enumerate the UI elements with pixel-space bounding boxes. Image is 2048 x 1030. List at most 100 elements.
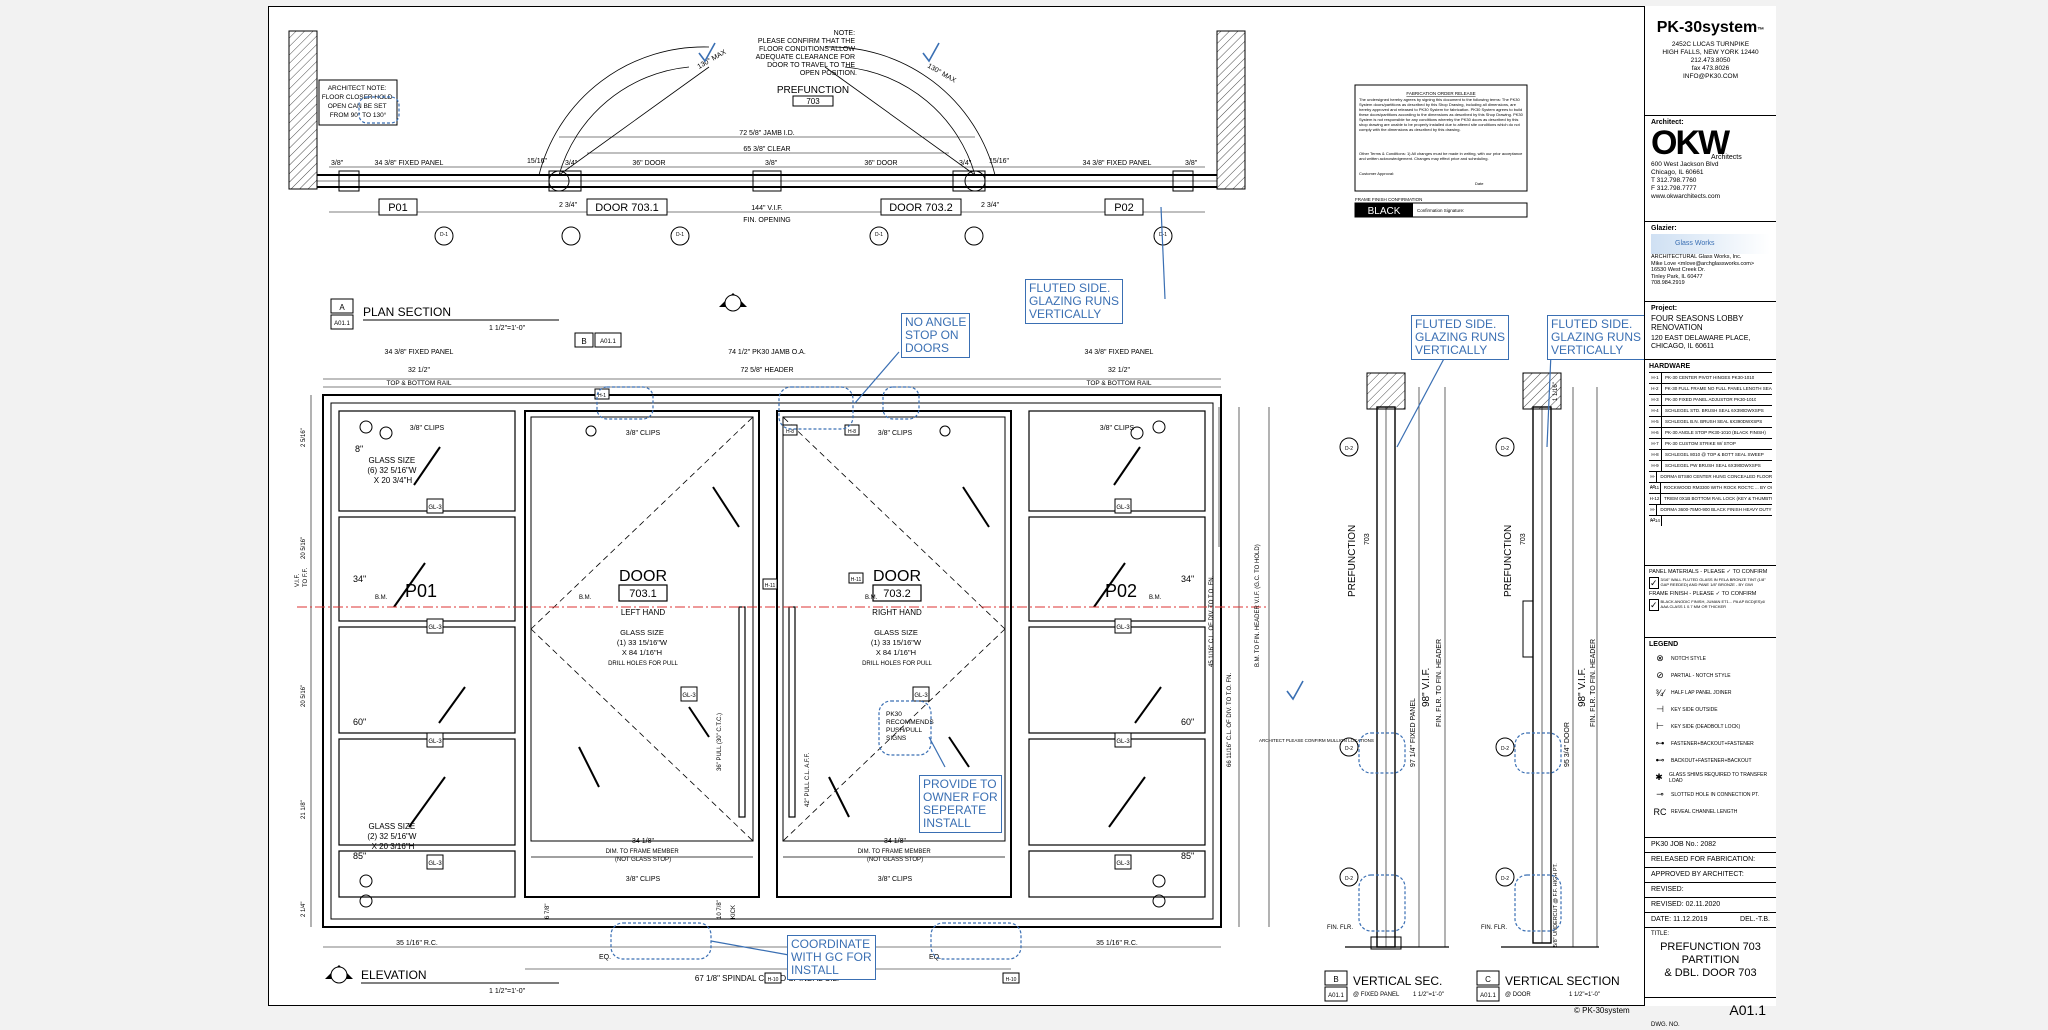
dim-edge-right: 3/8"	[1185, 160, 1198, 167]
legend-row: ¾⁄HALF LAP PANEL JOINER	[1649, 684, 1772, 701]
gl3-4: GL-3	[428, 861, 442, 867]
legend-row: ✱GLASS SHIMS REQUIRED TO TRANSFER LOAD	[1649, 769, 1772, 786]
dwg-section: DWG. NO. A01.1	[1645, 998, 1776, 1030]
plan-section-scale: 1 1/2"=1'-0"	[489, 325, 526, 332]
release-customer: Customer Approval:	[1359, 171, 1394, 176]
h-20516-a: 20 5/16"	[301, 537, 307, 559]
vsb-letter: B	[1333, 975, 1338, 984]
dim-234-left: 2 3/4"	[559, 202, 578, 209]
tag-h8-a: H-8	[786, 429, 794, 435]
materials-section: PANEL MATERIALS - PLEASE ✓ TO CONFIRM ✓3…	[1645, 566, 1776, 638]
door2-glass: GLASS SIZE (1) 33 15/16"W X 84 1/16"H DR…	[862, 628, 932, 667]
gl3-1: GL-3	[428, 505, 442, 511]
vif-left: V.I.F.	[295, 574, 301, 587]
title-label: TITLE:	[1651, 931, 1670, 937]
revised2-row: REVISED: 02.11.2020	[1645, 898, 1776, 913]
legend-symbol-icon: ⊗	[1656, 653, 1664, 663]
toff-left: TO F.F.	[303, 567, 309, 587]
legend-symbol-icon: ⊸	[1656, 789, 1664, 799]
elev-callout-sheet: A01.1	[600, 339, 616, 345]
approved-row: APPROVED BY ARCHITECT:	[1645, 868, 1776, 883]
release-date: Date	[1475, 181, 1484, 186]
eq-right: EQ.	[929, 954, 941, 961]
top-plan-tags: P01 DOOR 703.1 DOOR 703.2 P02	[378, 198, 1144, 216]
dwg-number: A01.1	[1729, 1002, 1766, 1018]
legend-symbol-icon: ✱	[1655, 772, 1663, 782]
vsb-fixed: 97 1/4" FIXED PANEL	[1410, 698, 1417, 767]
elev-p02: P02	[1105, 581, 1137, 601]
project-label: Project:	[1651, 305, 1678, 312]
vsb-d2-b: D-2	[1345, 746, 1353, 752]
plan-section-title: PLAN SECTION	[363, 305, 451, 319]
vsb-d2-c: D-2	[1345, 876, 1353, 882]
glass-size-bottom: GLASS SIZE (2) 32 5/16"W X 20 3/16"H	[367, 822, 418, 851]
pull-label: 36" PULL (30" C.T.C.)	[717, 713, 723, 771]
elev-p01: P01	[405, 581, 437, 601]
dim-cl2: 66 11/16" C.L. OF DIV. TO T.O. FN.	[1227, 672, 1233, 767]
architect-section: Architect: OKW Architects 600 West Jacks…	[1645, 116, 1776, 222]
architect-logo: OKW	[1651, 124, 1730, 162]
vsc-prefunction: PREFUNCTION	[1503, 525, 1514, 597]
max-right: 130° MAX	[926, 62, 958, 85]
frame-finish: BLACK ANODIC FINISH, JUMAN ET1... PA AP …	[1660, 599, 1766, 609]
legend-row: ⊗NOTCH STYLE	[1649, 650, 1772, 667]
architect-label: Architect:	[1651, 119, 1684, 126]
vsc-fin-flr: FIN. FLR.	[1481, 925, 1507, 931]
callout-d1-a: D-1	[440, 232, 448, 238]
tag-h10-b: H-10	[1006, 977, 1017, 983]
tag-p02: P02	[1114, 202, 1134, 214]
plan-section-letter: A	[339, 303, 345, 312]
vsc-num: 703	[1520, 533, 1527, 545]
dim-34-right: 3/4"	[959, 160, 972, 167]
dim-fixed-left: 34 3/8" FIXED PANEL	[375, 160, 444, 167]
architect-note: ARCHITECT NOTE: FLOOR CLOSER HOLD OPEN C…	[322, 85, 395, 119]
vsc-sheet: A01.1	[1480, 993, 1496, 999]
project-address: 120 EAST DELAWARE PLACE,CHICAGO, IL 6061…	[1651, 335, 1751, 350]
clips-right: 3/8" CLIPS	[1100, 425, 1135, 432]
h-60: 60"	[353, 717, 366, 727]
rc-right: 35 1/16" R.C.	[1096, 940, 1138, 947]
elev-oa: 74 1/2" PK30 JAMB O.A.	[728, 349, 806, 356]
gl3-door1: GL-3	[682, 693, 696, 699]
kick: KICK	[731, 905, 737, 919]
drawing-canvas: NOTE: PLEASE CONFIRM THAT THE FLOOR COND…	[288, 30, 1620, 1002]
dim-vif: 144" V.I.F.	[751, 205, 782, 212]
revised-row: REVISED:	[1645, 883, 1776, 898]
gl3-5: GL-3	[1116, 505, 1130, 511]
vsc-letter: C	[1485, 975, 1491, 984]
panel-materials-check[interactable]: ✓	[1649, 577, 1659, 589]
right-hand: RIGHT HAND	[872, 608, 922, 617]
release-body: The undersigned hereby agrees by signing…	[1359, 97, 1523, 132]
vsb-scale: 1 1/2"=1'-0"	[1413, 992, 1444, 998]
tag-p01: P01	[388, 202, 408, 214]
vsc-1116: 1 1/16"	[1553, 382, 1559, 401]
gl3-2: GL-3	[428, 625, 442, 631]
wall-left	[288, 30, 318, 190]
legend-row: ⊢KEY SIDE (DEADBOLT LOCK)	[1649, 718, 1772, 735]
bm-right: B.M.	[1149, 595, 1162, 601]
dim-jamb: 72 5/8" JAMB I.D.	[739, 130, 794, 137]
eq-left: EQ.	[599, 954, 611, 961]
frame-member-1: DIM. TO FRAME MEMBER (NOT GLASS STOP)	[606, 849, 681, 863]
glazier-address: ARCHITECTURAL Glass Works, Inc.Mike Love…	[1651, 254, 1755, 286]
h-20516-b: 20 5/16"	[301, 685, 307, 707]
elev-header: 72 5/8" HEADER	[740, 367, 793, 374]
legend-row: ⊸SLOTTED HOLE IN CONNECTION PT.	[1649, 786, 1772, 803]
clips-bottom-1: 3/8" CLIPS	[626, 876, 661, 883]
dim-34-left: 3/4"	[565, 160, 578, 167]
frame-finish-check[interactable]: ✓	[1649, 599, 1659, 611]
h-214: 2 1/4"	[301, 902, 307, 917]
released-row: RELEASED FOR FABRICATION:	[1645, 853, 1776, 868]
bm-left: B.M.	[375, 595, 388, 601]
